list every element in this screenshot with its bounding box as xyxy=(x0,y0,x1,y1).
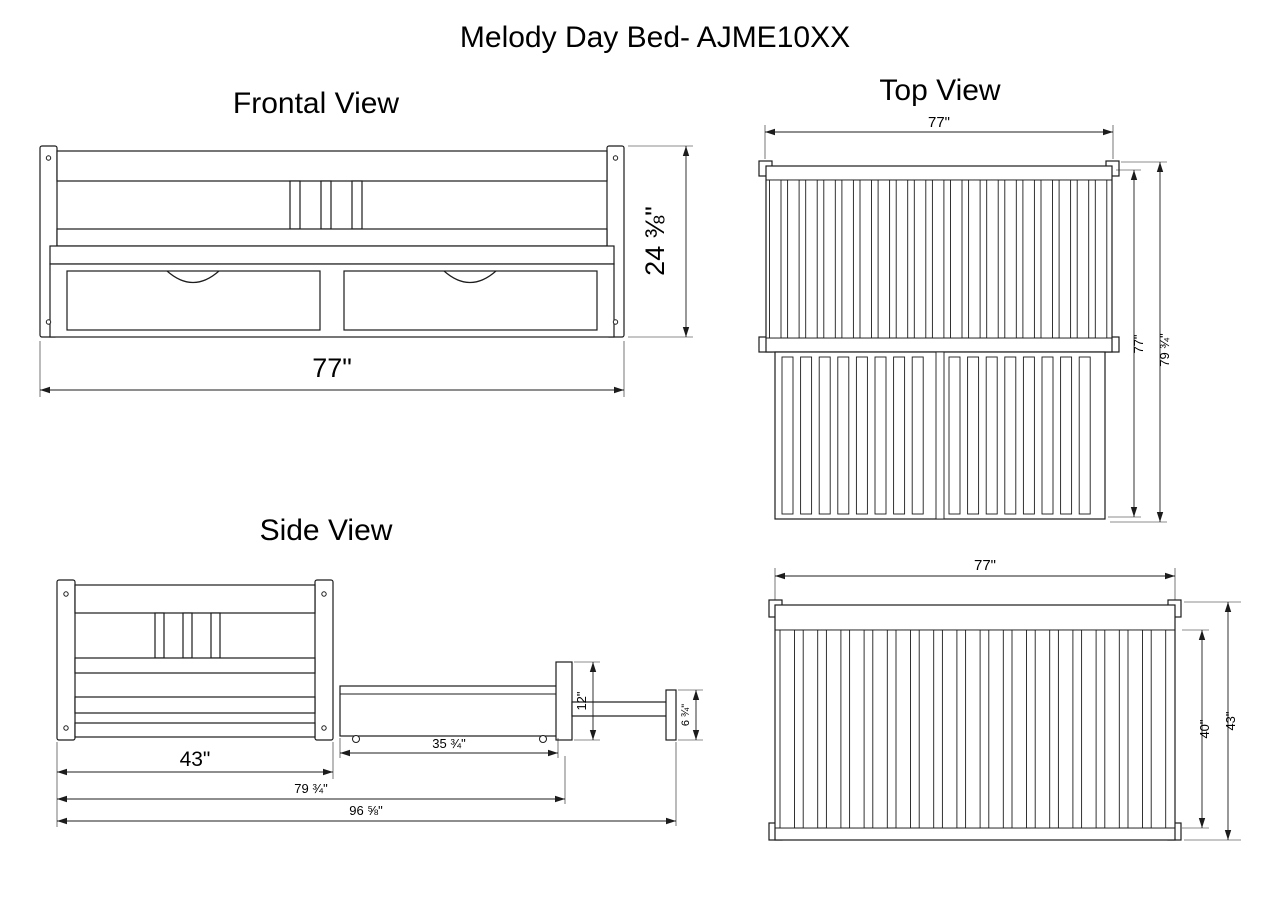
top-view: Top View 77" 77" 79 ¾" xyxy=(758,74,1172,523)
bed-slats xyxy=(769,179,1108,339)
mid-rail xyxy=(74,657,316,674)
left-drawer xyxy=(66,270,321,331)
back-slat xyxy=(320,180,332,230)
top-view-drawing xyxy=(758,125,1167,523)
frontal-view-drawing xyxy=(39,145,693,397)
back-slat xyxy=(182,612,193,659)
drawer-front-height-dimension-label: 12" xyxy=(574,691,589,710)
slat-top-view: 77" 40" 43" xyxy=(768,557,1241,841)
left-drawer-handle xyxy=(166,270,220,284)
bed-length-dimension-label: 79 ¾" xyxy=(294,781,328,796)
drawer-slats-right xyxy=(948,356,1091,515)
frontal-width-dimension-label: 77" xyxy=(312,353,352,383)
back-slat xyxy=(289,180,301,230)
right-drawer-handle xyxy=(443,270,497,284)
top-width-dimension-label: 77" xyxy=(928,114,950,131)
frontal-view-label: Frontal View xyxy=(233,87,400,120)
drawer-front-panel xyxy=(555,661,573,741)
headboard-width-dimension-label: 43" xyxy=(180,748,211,771)
slat-view-drawing xyxy=(768,568,1241,841)
mid-rail xyxy=(56,228,608,247)
drawer-length-dimension-label: 35 ¾" xyxy=(432,736,466,751)
top-inner-length-dimension-label: 77" xyxy=(1131,334,1146,353)
side-view-drawing xyxy=(56,579,703,827)
right-drawer xyxy=(343,270,598,331)
top-outer-length-dimension-label: 79 ¾" xyxy=(1157,333,1172,367)
drawer-slats-left xyxy=(781,356,924,515)
side-view: Side View 12" 6 ¾" 35 ¾" 43" 79 ¾" 96 ⅝" xyxy=(56,514,703,827)
back-slat xyxy=(154,612,165,659)
drawer-side-height-dimension-label: 6 ¾" xyxy=(680,704,692,726)
back-slat xyxy=(210,612,221,659)
slat-length-dimension-label: 40" xyxy=(1197,719,1212,738)
top-rail xyxy=(74,584,316,614)
right-post xyxy=(314,579,334,741)
seat-rail xyxy=(49,245,615,265)
frontal-height-dimension-label: 24 ⅜" xyxy=(640,206,670,276)
frame-depth-dimension-label: 43" xyxy=(1223,711,1238,730)
bottom-rail xyxy=(74,722,316,738)
seat-rail xyxy=(74,696,316,714)
side-view-label: Side View xyxy=(260,514,393,547)
top-rail xyxy=(56,150,608,182)
bed-slats xyxy=(779,629,1167,829)
drawer-divider xyxy=(935,351,945,520)
back-slat xyxy=(351,180,363,230)
slat-view-width-dimension-label: 77" xyxy=(974,557,996,574)
drawing-title: Melody Day Bed- AJME10XX xyxy=(460,21,850,54)
frontal-view: Frontal View 77" 24 ⅜" xyxy=(39,87,693,397)
left-post xyxy=(56,579,76,741)
top-view-label: Top View xyxy=(879,74,1001,107)
extended-length-dimension-label: 96 ⅝" xyxy=(349,803,383,818)
drawer-end-cap xyxy=(665,689,677,741)
